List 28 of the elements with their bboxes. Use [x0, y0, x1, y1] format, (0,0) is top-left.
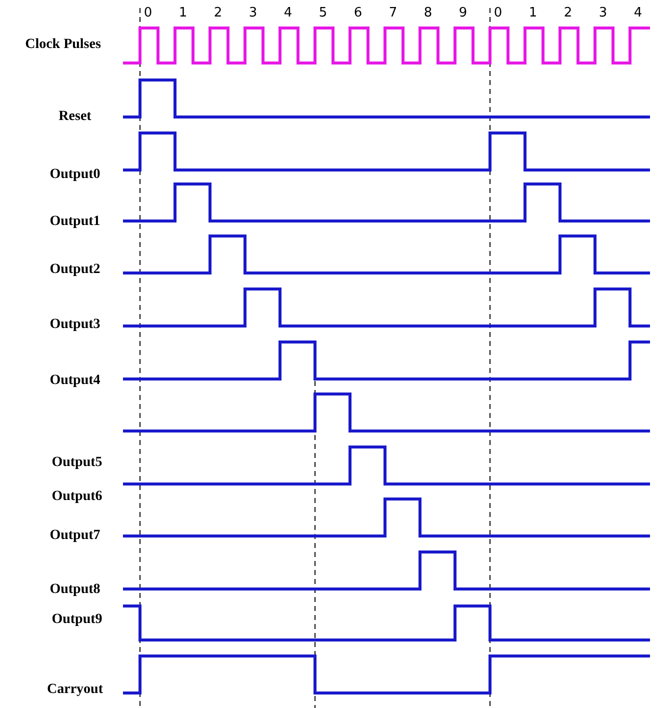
signal-label: Output5 — [52, 455, 102, 471]
tick-label: 9 — [458, 6, 468, 20]
tick-label: 2 — [214, 6, 222, 20]
tick-label: 2 — [564, 6, 572, 20]
signal-label: Output4 — [50, 373, 100, 389]
tick-label: 4 — [284, 6, 292, 20]
tick-label: 7 — [388, 6, 398, 20]
signal-label: Reset — [58, 109, 92, 125]
tick-label: 8 — [424, 6, 432, 20]
tick-label: 5 — [318, 6, 328, 20]
signal-label: Output6 — [52, 489, 102, 505]
signal-label: Output2 — [50, 262, 100, 278]
tick-label: 3 — [598, 6, 608, 20]
tick-label: 0 — [144, 6, 152, 20]
signal-label: Clock Pulses — [25, 37, 101, 53]
signal-label: Output7 — [50, 528, 100, 544]
signal-label: Output0 — [50, 167, 100, 183]
tick-label: 6 — [354, 6, 362, 20]
signal-label: Output1 — [50, 214, 100, 230]
signal-label: Output9 — [52, 612, 102, 628]
tick-label: 1 — [178, 6, 188, 20]
tick-label: 4 — [634, 6, 642, 20]
signal-label: Output8 — [50, 582, 100, 598]
tick-label: 0 — [494, 6, 502, 20]
signal-label: Output3 — [50, 317, 100, 333]
tick-label: 1 — [528, 6, 538, 20]
tick-label: 3 — [248, 6, 258, 20]
signal-label: Carryout — [47, 682, 103, 698]
